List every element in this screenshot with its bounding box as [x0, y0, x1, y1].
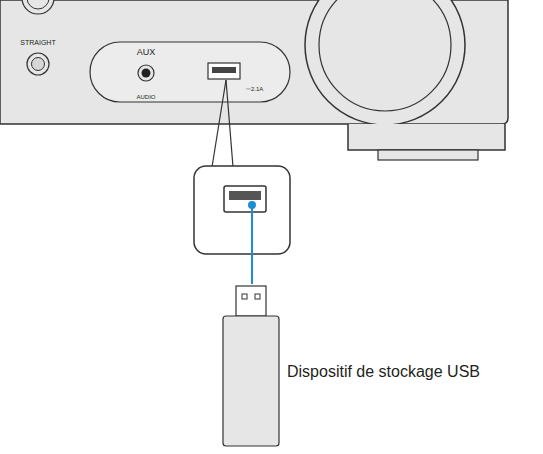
usb-port — [208, 63, 240, 79]
zoom-box — [194, 166, 290, 254]
device-label: Dispositif de stockage USB — [287, 364, 480, 380]
connection-line — [251, 205, 253, 284]
radio-button — [22, 0, 54, 14]
front-foot-base — [378, 150, 478, 160]
usb-port-tongue — [212, 67, 236, 73]
zoomed-usb-tongue — [229, 191, 261, 200]
button-label: STRAIGHT — [20, 39, 55, 46]
jack-label: AUDIO — [136, 94, 155, 100]
aux-inset — [90, 42, 290, 102]
rating-label: ⎓2.1A — [246, 86, 263, 92]
usb-plug — [236, 286, 266, 316]
callout-leader — [226, 80, 233, 167]
usb-plug-hole — [255, 294, 260, 299]
aux-jack-hole — [142, 69, 151, 78]
aux-jack — [138, 65, 154, 81]
usb-stick-body — [223, 316, 279, 446]
jack-label: AUX — [137, 48, 156, 57]
volume-knob-ring — [319, 0, 451, 111]
straight-button — [27, 53, 49, 75]
front-foot — [348, 124, 505, 150]
straight-button-inner — [32, 58, 45, 71]
volume-knob — [305, 0, 465, 125]
zoomed-usb-port — [224, 186, 266, 212]
callout-leader — [212, 80, 226, 167]
radio-button-ring — [27, 0, 49, 9]
usb-plug-hole — [242, 294, 247, 299]
connection-dot — [248, 201, 256, 209]
